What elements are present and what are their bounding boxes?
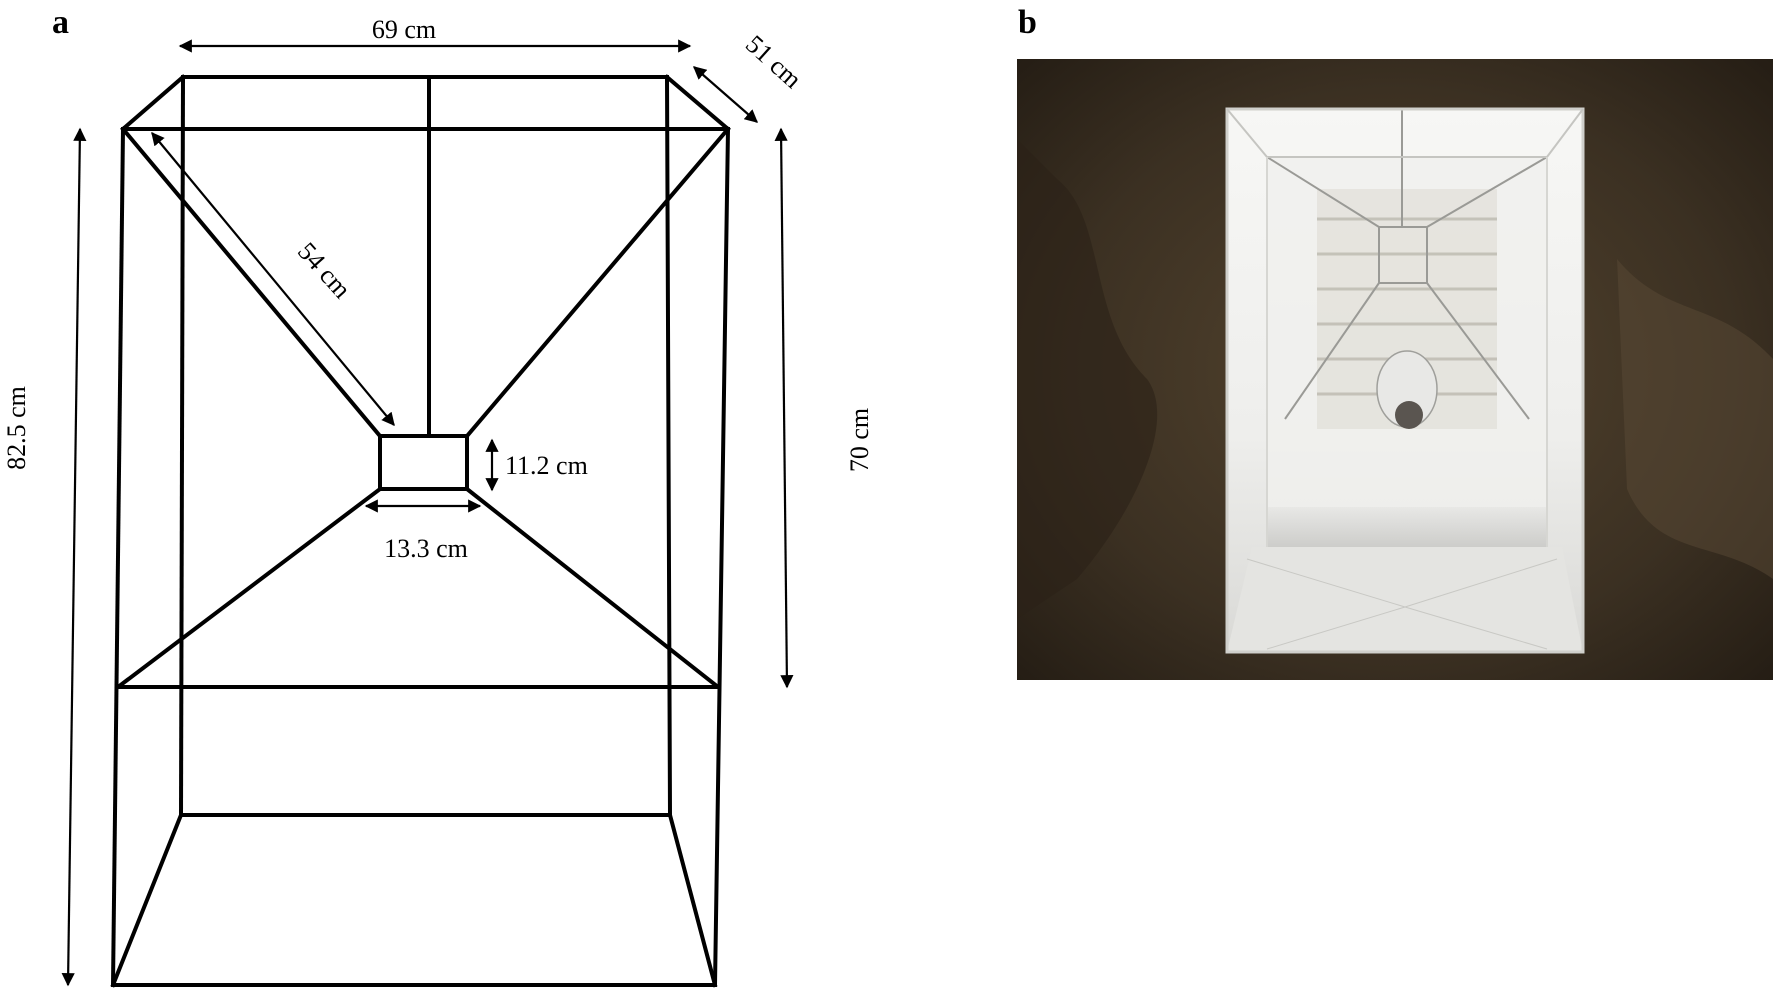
total-height-label: 82.5 cm (2, 386, 31, 470)
frame-left-back-post (178, 74, 186, 818)
frame-right-front-post (712, 126, 731, 988)
net-frame-outline (1225, 107, 1585, 654)
net-bottom-funnel (1227, 547, 1583, 652)
depth-label: 51 cm (740, 29, 807, 94)
frame-bottom-left-side (110, 812, 184, 988)
funnel-lower-right (464, 486, 721, 690)
net-bottom-pleats (1246, 558, 1558, 650)
trap-frame (110, 74, 731, 988)
funnel-lower-left (115, 486, 383, 690)
frame-left-front-post (110, 126, 126, 988)
cone-height-arrow (774, 127, 794, 689)
panel-b-label: b (1018, 4, 1037, 41)
funnel-upper-right (464, 126, 731, 439)
net-floor (1267, 507, 1547, 547)
frame-bottom-right-side (667, 812, 718, 988)
net-corner-line-tr (1546, 108, 1584, 158)
total-height-arrow (61, 127, 87, 987)
net-back-panel (1267, 157, 1547, 507)
funnel-opening (378, 434, 469, 491)
frame-top-right-side (664, 74, 731, 132)
frame-top-left-side (120, 74, 186, 132)
frame-right-back-post (664, 74, 673, 818)
opening-width-label: 13.3 cm (384, 534, 468, 563)
wall-stain-right (1617, 259, 1773, 579)
panel-a-label: a (52, 4, 69, 41)
opening-height-label: 11.2 cm (505, 451, 588, 480)
diagonal-label: 54 cm (292, 237, 357, 304)
net-funnel-lines (1266, 109, 1548, 420)
diagonal-arrow (151, 131, 395, 427)
collection-bag-content (1395, 401, 1423, 429)
depth-arrow (693, 66, 758, 123)
cone-height-label: 70 cm (845, 408, 874, 472)
trap-photograph (1017, 59, 1773, 680)
wall-stain (1017, 139, 1158, 619)
width-label: 69 cm (372, 15, 436, 44)
net-corner-line-tl (1226, 108, 1268, 158)
trap-photo-image (1017, 59, 1773, 680)
